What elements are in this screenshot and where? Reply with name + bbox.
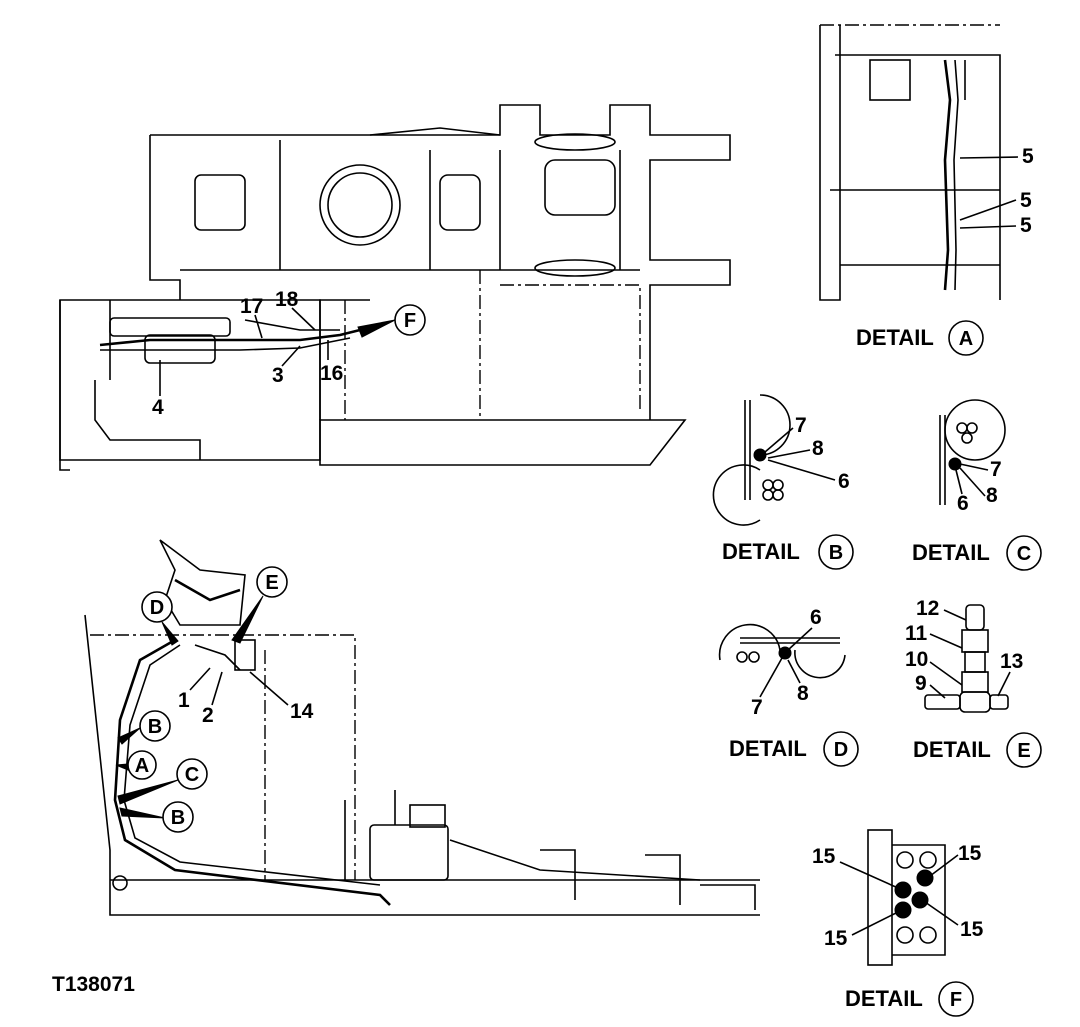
svg-text:D: D	[834, 739, 848, 761]
callout-8: 8	[797, 682, 809, 705]
svg-text:E: E	[265, 572, 278, 594]
svg-text:DETAIL: DETAIL	[729, 736, 807, 761]
svg-text:DETAIL: DETAIL	[856, 325, 934, 350]
detail-d-marker	[141, 591, 173, 623]
svg-text:F: F	[950, 989, 962, 1011]
detail-c-marker	[176, 758, 208, 790]
callout-15a: 15	[812, 845, 836, 868]
callout-18: 18	[275, 288, 299, 311]
callout-8: 8	[986, 484, 998, 507]
callout-6: 6	[838, 470, 850, 493]
svg-text:DETAIL: DETAIL	[912, 540, 990, 565]
detail-e-callouts: 12 11 10 9 13	[905, 597, 1023, 699]
detail-a-drawing	[819, 24, 1001, 301]
detail-a-callouts: 5 5 5	[959, 145, 1034, 237]
svg-text:D: D	[150, 597, 164, 619]
detail-b-marker-upper	[139, 710, 171, 742]
svg-text:C: C	[1017, 543, 1031, 565]
callout-7: 7	[795, 414, 807, 437]
callout-7: 7	[990, 458, 1002, 481]
detail-d-callouts: 6 7 8	[751, 606, 822, 719]
callout-10: 10	[905, 648, 928, 671]
callout-11: 11	[905, 622, 928, 645]
callout-13: 13	[1000, 650, 1023, 673]
detail-c-callouts: 7 8 6	[955, 458, 1002, 515]
svg-text:B: B	[171, 807, 185, 829]
svg-text:A: A	[135, 755, 149, 777]
callout-12: 12	[916, 597, 939, 620]
svg-text:E: E	[1017, 740, 1030, 762]
callout-5c: 5	[1020, 214, 1032, 237]
callout-17: 17	[240, 295, 263, 318]
detail-b-marker-lower	[162, 801, 194, 833]
detail-d-title: DETAIL D	[729, 731, 859, 767]
detail-f-drawing	[867, 829, 946, 966]
detail-a-marker	[127, 750, 157, 780]
callout-7: 7	[751, 696, 763, 719]
callout-15d: 15	[960, 918, 984, 941]
side-view-frame	[84, 539, 760, 916]
svg-text:DETAIL: DETAIL	[722, 539, 800, 564]
callout-3: 3	[272, 364, 284, 387]
detail-e-title: DETAIL E	[913, 732, 1042, 768]
callout-6: 6	[957, 492, 969, 515]
detail-b-drawing	[712, 394, 791, 526]
svg-text:B: B	[829, 542, 843, 564]
detail-d-drawing	[718, 623, 846, 679]
detail-e-marker	[256, 566, 288, 598]
callout-5a: 5	[1022, 145, 1034, 168]
figure-id: T138071	[52, 973, 135, 996]
callout-15c: 15	[824, 927, 848, 950]
top-view-callouts: 17 18 3 16 4 F	[152, 288, 426, 419]
svg-text:DETAIL: DETAIL	[913, 737, 991, 762]
callout-16: 16	[320, 362, 343, 385]
detail-b-callouts: 7 8 6	[764, 414, 850, 493]
callout-14: 14	[290, 700, 314, 723]
side-view-callouts: 1 2 14 D E B A C B	[115, 566, 314, 833]
svg-text:DETAIL: DETAIL	[845, 986, 923, 1011]
callout-15b: 15	[958, 842, 982, 865]
detail-c-title: DETAIL C	[912, 535, 1042, 571]
callout-2: 2	[202, 704, 214, 727]
callout-9: 9	[915, 672, 927, 695]
callout-1: 1	[178, 689, 190, 712]
callout-6: 6	[810, 606, 822, 629]
detail-f-title: DETAIL F	[845, 981, 974, 1017]
detail-f-callouts: 15 15 15 15	[812, 842, 984, 950]
detail-e-drawing	[924, 604, 1009, 713]
svg-text:F: F	[404, 310, 416, 332]
detail-b-title: DETAIL B	[722, 534, 854, 570]
callout-5b: 5	[1020, 189, 1032, 212]
detail-f-marker	[394, 304, 426, 336]
detail-c-drawing	[939, 399, 1006, 505]
callout-8: 8	[812, 437, 824, 460]
svg-text:A: A	[959, 328, 973, 350]
top-view-frame	[59, 104, 731, 471]
svg-text:C: C	[185, 764, 199, 786]
detail-a-title: DETAIL A	[856, 320, 984, 356]
callout-4: 4	[152, 396, 164, 419]
svg-text:B: B	[148, 716, 162, 738]
